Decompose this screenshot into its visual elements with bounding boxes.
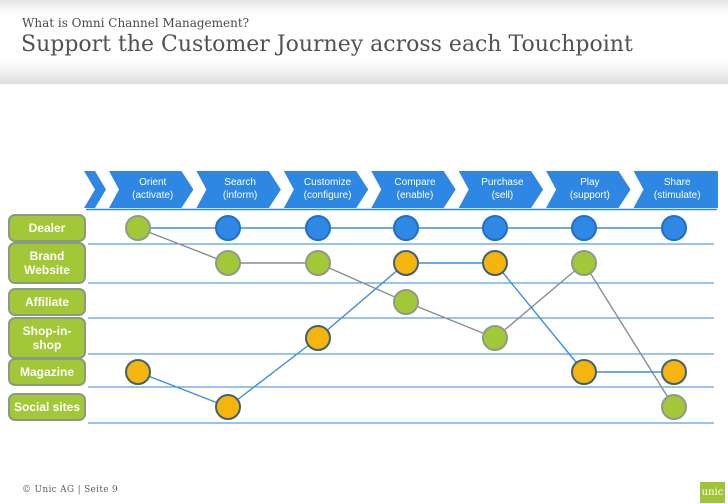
touchpoint-play-dealer	[571, 215, 597, 241]
stage-chevron-compare: Compare(enable)	[371, 171, 455, 208]
stage-label: Orient	[139, 177, 167, 188]
stage-label: Search	[224, 177, 256, 188]
stage-sublabel: (inform)	[222, 189, 258, 201]
touchpoint-customize-dealer	[305, 215, 331, 241]
touchpoint-compare-dealer	[393, 215, 419, 241]
stage-label: Play	[580, 177, 600, 188]
touchpoint-search-brand-website	[215, 250, 241, 276]
stage-chevron-orient: Orient(activate)	[109, 171, 193, 208]
touchpoint-search-social-sites	[215, 394, 241, 420]
footer-copyright: © Unic AG | Seite 9	[22, 485, 119, 495]
channel-label-magazine: Magazine	[8, 358, 86, 386]
slide-header: What is Omni Channel Management? Support…	[0, 0, 728, 84]
stage-chevron-search: Search(inform)	[196, 171, 280, 208]
touchpoint-orient-dealer	[125, 215, 151, 241]
stage-label: Purchase	[481, 177, 524, 188]
touchpoint-play-brand-website	[571, 250, 597, 276]
stage-label: Share	[663, 177, 691, 188]
unic-logo: unic	[700, 482, 725, 503]
stage-sublabel: (enable)	[396, 189, 434, 201]
touchpoint-share-social-sites	[661, 394, 687, 420]
stage-chevron-purchase: Purchase(sell)	[459, 171, 543, 208]
stage-chevron-play: Play(support)	[546, 171, 630, 208]
channel-label-brand-website: Brand Website	[8, 242, 86, 284]
touchpoint-customize-brand-website	[305, 250, 331, 276]
stage-sublabel: (support)	[569, 189, 610, 201]
touchpoint-purchase-brand-website	[482, 250, 508, 276]
touchpoint-compare-affiliate	[393, 289, 419, 315]
stage-flow: Orient(activate)Search(inform)Customize(…	[84, 171, 718, 208]
stage-sublabel: (configure)	[303, 189, 352, 201]
touchpoint-compare-brand-website	[393, 250, 419, 276]
stage-label: Compare	[394, 177, 436, 188]
channel-label-shop-in-shop: Shop-in-shop	[8, 317, 86, 359]
stage-chevron-share: Share(stimulate)	[633, 171, 718, 208]
touchpoint-play-magazine	[571, 359, 597, 385]
channel-label-social-sites: Social sites	[8, 393, 86, 421]
stage-sublabel: (stimulate)	[653, 189, 701, 201]
stage-sublabel: (sell)	[491, 189, 514, 201]
flow-start-arrow-icon	[84, 171, 106, 208]
touchpoint-purchase-shop-in-shop	[482, 325, 508, 351]
touchpoint-share-dealer	[661, 215, 687, 241]
stage-label: Customize	[303, 177, 352, 188]
page-title: Support the Customer Journey across each…	[21, 32, 633, 57]
touchpoint-share-magazine	[661, 359, 687, 385]
channel-label-dealer: Dealer	[8, 214, 86, 242]
stage-sublabel: (activate)	[132, 189, 174, 201]
kicker-text: What is Omni Channel Management?	[22, 16, 250, 30]
stage-chevron-customize: Customize(configure)	[284, 171, 368, 208]
path-orange-journey	[137, 262, 674, 408]
touchpoint-customize-shop-in-shop	[305, 325, 331, 351]
touchpoint-search-dealer	[215, 215, 241, 241]
touchpoint-purchase-dealer	[482, 215, 508, 241]
touchpoint-orient-magazine	[125, 359, 151, 385]
channel-label-affiliate: Affiliate	[8, 288, 86, 316]
